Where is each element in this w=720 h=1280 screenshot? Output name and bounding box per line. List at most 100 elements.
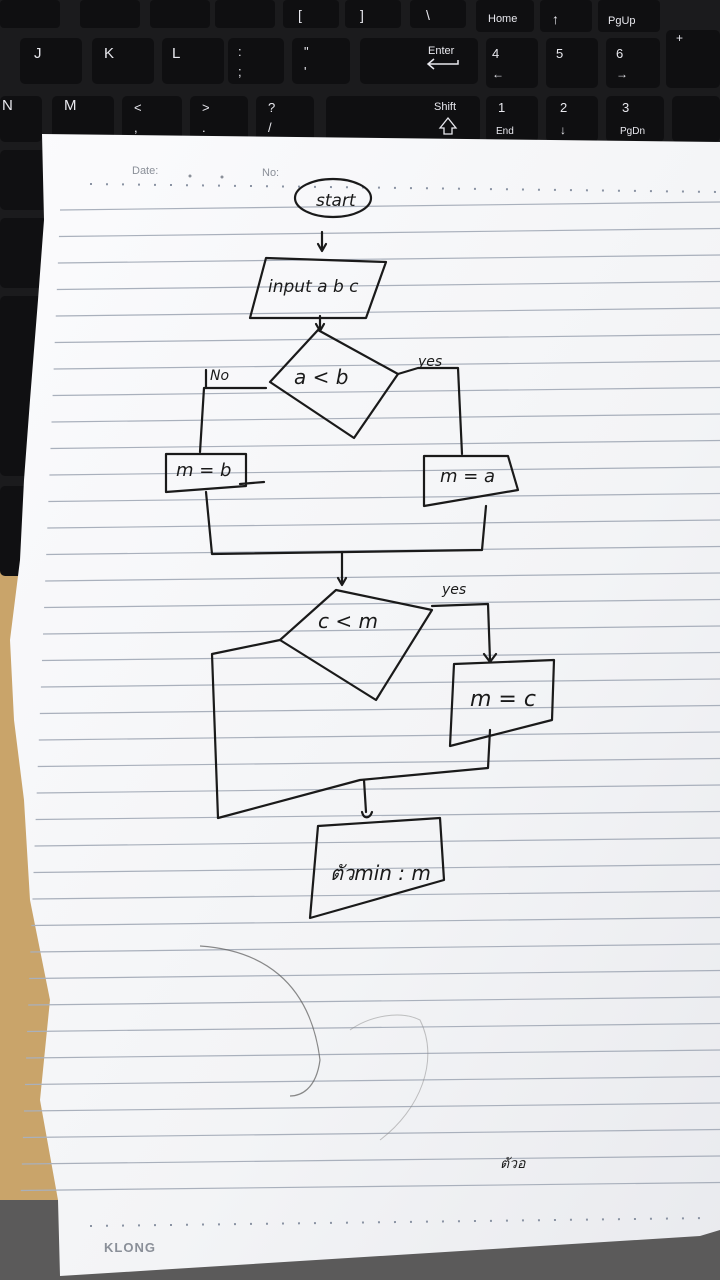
key-label-shift: Shift [434, 101, 456, 113]
decision1-yes-label: yes [417, 354, 442, 370]
key-label-j: J [34, 45, 42, 62]
pencil-arc [349, 1014, 429, 1141]
output-label: ตัวmin : m [330, 861, 431, 885]
keyboard-left-keys [0, 218, 52, 288]
start-label: start [316, 191, 357, 211]
paper-sheet [10, 134, 720, 1276]
rule-line [35, 810, 720, 821]
rule-line [49, 466, 720, 476]
key-label-pgup: PgUp [608, 15, 636, 27]
key-label-lt: < [134, 100, 142, 115]
key-label-left: ← [492, 67, 504, 81]
no-label: No: [262, 167, 279, 179]
pencil-arc [199, 945, 321, 1097]
key-label-right: → [616, 67, 628, 81]
rule-line [22, 1128, 720, 1139]
key-label-bracket-open: [ [298, 7, 302, 23]
key-label-down: ↓ [560, 123, 566, 137]
flowchart [164, 177, 556, 920]
rule-line [50, 439, 720, 450]
keyboard-labels: [ ] \ Home ↑ PgUp J K L : ; " ' Enter 4 … [2, 7, 683, 137]
keyboard-left-keys [0, 150, 52, 210]
header-dot [188, 174, 192, 178]
keyboard-bottom-row [0, 96, 720, 142]
arrow-merge-output [360, 778, 374, 819]
decision2-yes-label: yes [441, 582, 466, 598]
enter-arrow-icon [426, 58, 459, 70]
key-label-plus: + [676, 31, 683, 45]
rule-line [25, 1075, 720, 1086]
rule-line [23, 1102, 720, 1112]
signature: ตัวอ [500, 1156, 526, 1172]
assign-right-box [422, 454, 520, 508]
rule-line [20, 1181, 720, 1192]
key-label-end: End [496, 126, 514, 137]
branch-no2-line [210, 638, 282, 820]
shift-arrow-icon [438, 116, 458, 135]
assign-left-label: m = b [176, 460, 232, 481]
key-label-bracket-close: ] [360, 7, 364, 23]
key-label-l: L [172, 45, 180, 62]
assign-right-label: m = a [440, 466, 495, 487]
rule-line [33, 863, 720, 874]
key-label-2: 2 [560, 100, 567, 115]
rule-line [28, 996, 720, 1006]
merge-line-2 [216, 728, 492, 820]
rule-line [45, 572, 720, 582]
key-label-home: Home [488, 13, 517, 25]
rule-line [39, 704, 720, 715]
rule-line [59, 201, 720, 211]
start-terminal [293, 177, 373, 219]
rule-line [57, 254, 720, 264]
key-label-5: 5 [556, 46, 563, 61]
assign-left-box [164, 452, 266, 494]
key-label-period: . [202, 120, 206, 135]
ruled-lines [20, 201, 720, 1192]
assign-c-box [448, 658, 556, 748]
rule-line [58, 227, 720, 238]
branch-no-line [198, 386, 268, 454]
decision1-no-label: No [210, 368, 229, 384]
rule-line [40, 678, 720, 688]
input-label: input a b c [268, 277, 359, 297]
key-label-n: N [2, 97, 13, 114]
arrow-start-input [316, 230, 328, 253]
key-label-gt: > [202, 100, 210, 115]
key-label-comma: , [134, 120, 138, 135]
decision1-diamond [268, 328, 400, 440]
rule-line [31, 916, 720, 927]
key-label-semicolon: ; [238, 64, 242, 79]
rule-line [30, 943, 720, 953]
rule-line [34, 837, 720, 847]
rule-line [38, 731, 720, 741]
key-label-3: 3 [622, 100, 629, 115]
key-label-m: M [64, 97, 77, 114]
key-label-1: 1 [498, 100, 505, 115]
rule-line [37, 757, 720, 768]
rule-line [47, 519, 720, 529]
key-label-4: 4 [492, 46, 499, 61]
rule-line [36, 784, 720, 794]
key-label-apostrophe: ' [304, 64, 306, 79]
rule-line [43, 625, 720, 635]
decision1-label: a < b [294, 365, 348, 389]
rule-line [32, 890, 720, 900]
key-label-colon: : [238, 44, 242, 59]
key-label-6: 6 [616, 46, 623, 61]
rule-line [41, 651, 720, 662]
rule-line [29, 969, 720, 980]
header-dot [220, 175, 224, 179]
date-label: Date: [132, 165, 158, 177]
key-label-k: K [104, 45, 114, 62]
brand-logo: KLONG [104, 1240, 156, 1255]
key-label-backslash: \ [426, 7, 430, 23]
merge-line-1 [204, 490, 488, 556]
key-label-up: ↑ [552, 11, 559, 27]
keyboard-top-row [0, 0, 660, 32]
branch-yes-line [396, 366, 464, 456]
input-box [248, 256, 388, 320]
rule-line [54, 333, 720, 344]
output-box [308, 816, 446, 920]
key-label-slash: / [268, 120, 272, 135]
